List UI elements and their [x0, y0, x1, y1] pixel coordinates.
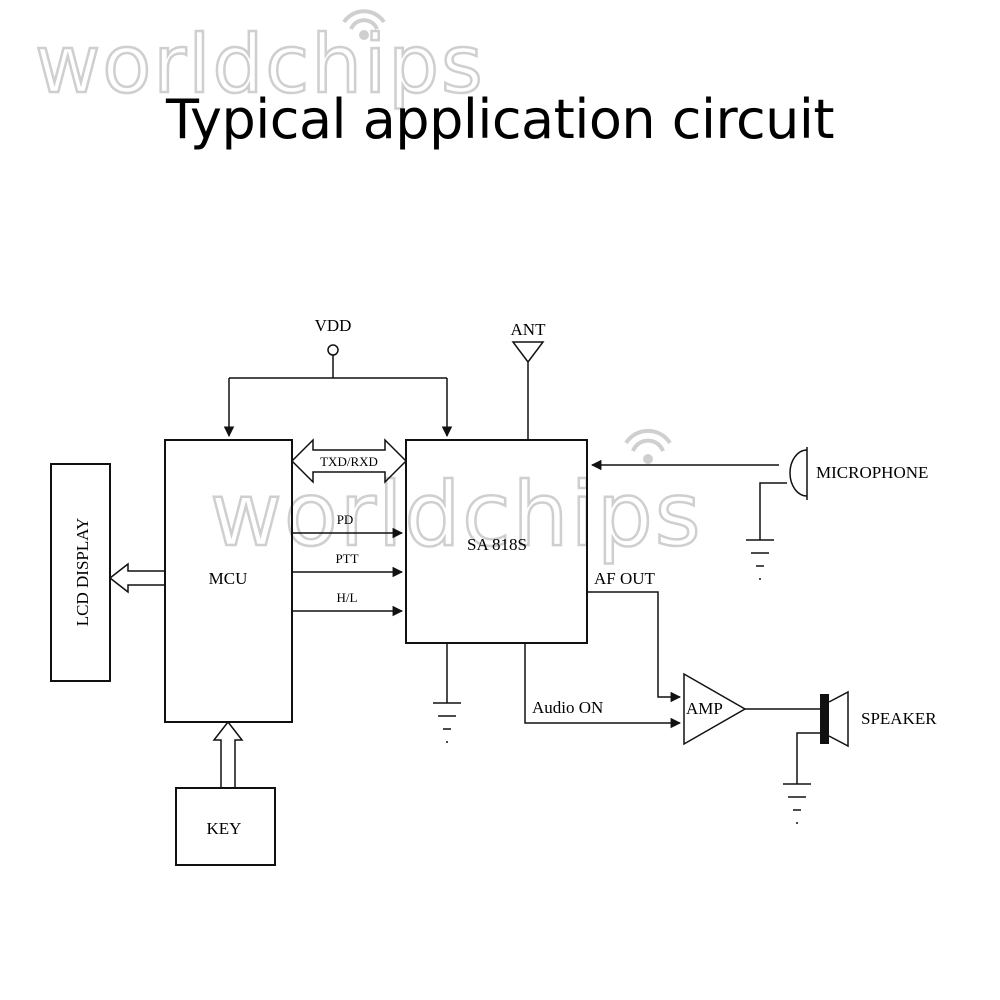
txd-rxd-label: TXD/RXD — [320, 454, 378, 469]
antenna-icon — [511, 341, 545, 440]
key-hollow-arrow — [212, 720, 244, 788]
vdd-rail — [229, 355, 447, 379]
watermark-top: worldchips — [34, 9, 485, 112]
vdd-terminal — [327, 344, 339, 356]
microphone-icon — [759, 447, 808, 540]
wifi-icon — [342, 9, 386, 40]
sa818s-label: SA 818S — [467, 535, 527, 554]
lcd-display-block — [50, 463, 111, 682]
amp-label: AMP — [686, 699, 723, 718]
ground-icon — [433, 702, 461, 743]
audio-on-wire — [524, 643, 682, 729]
sa818s-module-block — [405, 439, 588, 644]
af-out-wire — [587, 591, 682, 703]
page-title: Typical application circuit — [165, 88, 835, 151]
txd-rxd-bus-arrow — [290, 438, 408, 484]
lcd-display-label: LCD DISPLAY — [73, 518, 92, 626]
audio-on-label: Audio ON — [532, 698, 603, 717]
ptt-label: PTT — [335, 551, 358, 566]
wifi-icon — [624, 428, 672, 464]
pd-label: PD — [337, 512, 354, 527]
microphone-label: MICROPHONE — [816, 463, 928, 482]
watermark-text-center: worldchips — [210, 463, 703, 566]
lcd-hollow-arrow — [108, 562, 165, 594]
vdd-label: VDD — [315, 316, 352, 335]
key-label: KEY — [207, 819, 242, 838]
key-block — [175, 787, 276, 866]
speaker-icon — [796, 690, 849, 784]
ground-icon — [746, 539, 774, 580]
ant-label: ANT — [511, 320, 547, 339]
watermark-text-top: worldchips — [35, 18, 485, 111]
speaker-label: SPEAKER — [861, 709, 937, 728]
amp-triangle — [683, 672, 747, 746]
af-out-label: AF OUT — [594, 569, 656, 588]
watermark-center: worldchips — [209, 428, 703, 567]
mcu-label: MCU — [209, 569, 248, 588]
ground-icon — [783, 783, 811, 824]
hl-label: H/L — [337, 590, 358, 605]
